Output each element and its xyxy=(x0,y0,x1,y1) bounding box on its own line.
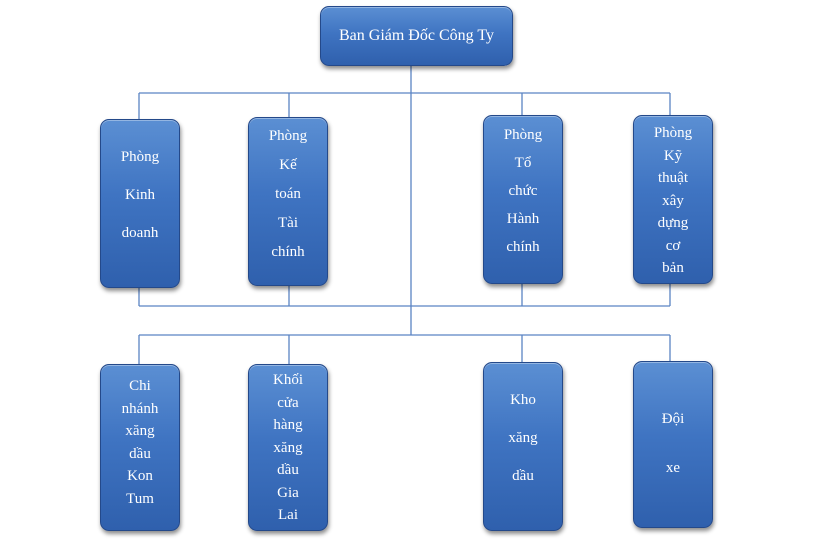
box-text-line: Tài xyxy=(278,215,298,231)
box-text-line: Đội xyxy=(661,411,685,427)
box-text-line: xăng xyxy=(273,439,303,456)
box-text-line: Kon xyxy=(127,468,153,484)
box-text-line: doanh xyxy=(121,225,159,241)
box-text-line: toán xyxy=(275,186,301,202)
box-text-line: dựng xyxy=(657,215,689,231)
box-text-line: hàng xyxy=(273,417,303,433)
box-text-line: chính xyxy=(271,244,305,260)
box-text-line: Phòng xyxy=(503,127,543,143)
box-text-line: Tum xyxy=(126,490,154,507)
box-text-line: Kho xyxy=(510,392,536,408)
vehicle-team-box: Đội xe xyxy=(633,361,713,528)
box-text-line: Lai xyxy=(278,507,298,523)
box-text-line: cửa xyxy=(277,394,299,411)
box-text-line: dầu xyxy=(277,462,299,478)
box-text-line: dầu xyxy=(129,445,151,462)
box-text-line: nhánh xyxy=(121,400,159,417)
box-text-line: Chi xyxy=(129,378,151,394)
box-text-line: xăng xyxy=(508,430,538,446)
box-text-line: thuật xyxy=(658,170,688,186)
box-text-line: xe xyxy=(665,460,681,476)
box-text-line: xăng xyxy=(125,423,155,439)
box-text-line: Phòng xyxy=(120,149,160,165)
box-text-line: Gia xyxy=(277,484,299,501)
box-text-line: Phòng xyxy=(653,125,693,141)
box-text-line: Kỹ xyxy=(663,147,683,164)
box-text-line: chính xyxy=(506,239,540,255)
box-text-line: Kế xyxy=(279,157,297,173)
board-of-directors-box: Ban Giám Đốc Công Ty xyxy=(320,6,513,66)
box-text-line: bản xyxy=(662,260,684,276)
box-text-line: Phòng xyxy=(268,128,308,144)
box-text-line: Khối xyxy=(273,372,303,388)
box-text-line: chức xyxy=(508,183,538,199)
box-text-line: Tổ xyxy=(514,155,532,171)
box-text-line: Kinh xyxy=(125,187,155,203)
board-of-directors-label: Ban Giám Đốc Công Ty xyxy=(338,27,494,44)
box-text-line: cơ xyxy=(665,237,681,254)
box-text-line: dầu xyxy=(512,468,534,484)
fuel-depot-box: Kho xăng dầu xyxy=(483,362,563,531)
box-text-line: xây xyxy=(662,192,684,209)
box-text-line: Hành xyxy=(506,211,540,227)
